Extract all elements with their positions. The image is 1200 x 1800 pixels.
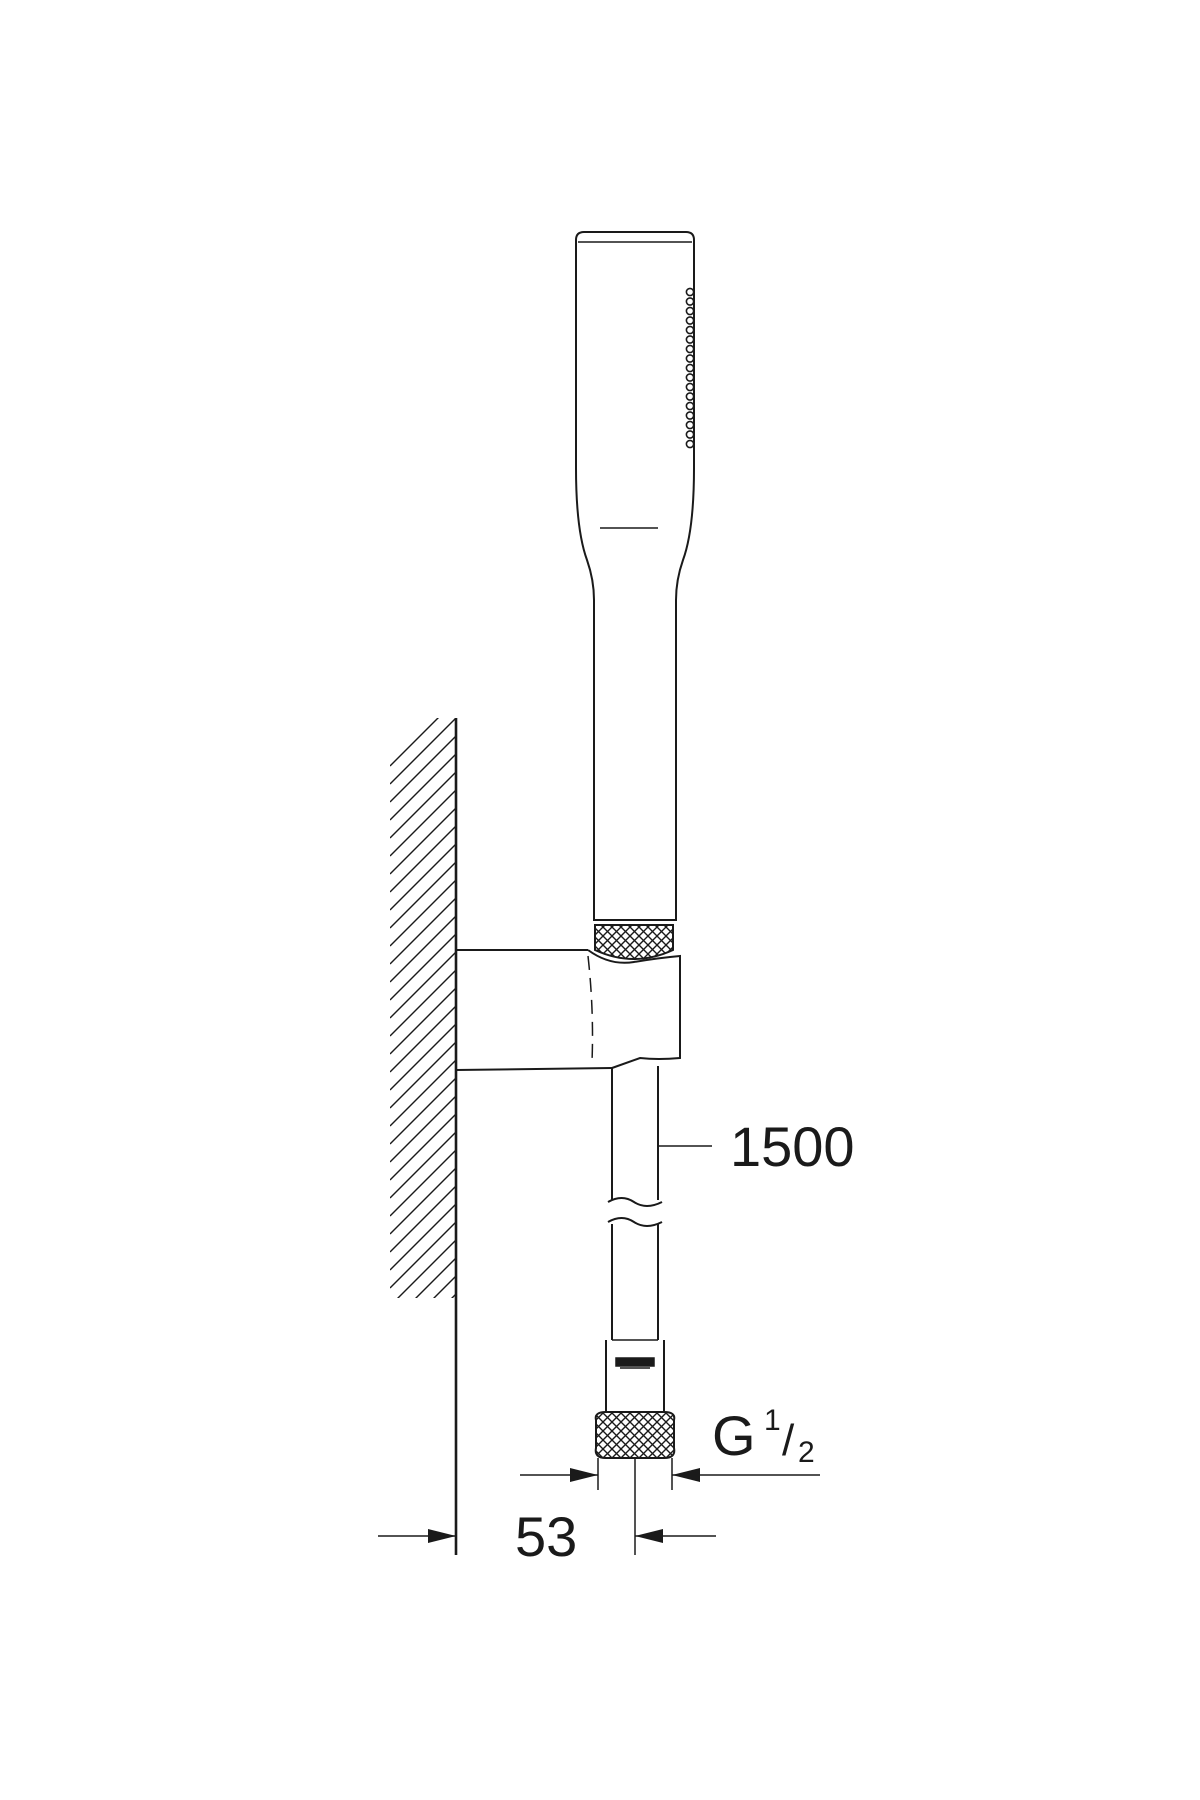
arrow-thread-left [570, 1468, 598, 1482]
hatch-line [390, 718, 456, 785]
hatch-line [390, 1149, 456, 1217]
hatch-line [390, 843, 456, 911]
hose-break-lower [607, 1217, 663, 1227]
shower-knurled-nut [594, 924, 674, 960]
nozzle-dot [685, 354, 695, 363]
hatch-line [390, 933, 456, 1001]
nozzle-dot [685, 439, 695, 449]
hand-shower-body [575, 231, 695, 921]
hatch-line [390, 735, 456, 803]
dimension-hose-length: 1500 [658, 1115, 855, 1178]
arrow-offset-right [635, 1529, 663, 1543]
hatch-line [390, 915, 456, 983]
thread-slash: / [782, 1416, 795, 1465]
hatch-line [390, 1167, 456, 1235]
hatch-line [390, 1221, 456, 1289]
nozzle-dot [685, 411, 695, 420]
hose-break-upper [607, 1197, 663, 1207]
wall-holder [455, 949, 681, 1071]
spray-nozzles [685, 287, 695, 449]
hatch-line [390, 861, 456, 929]
nozzle-dot [685, 316, 695, 325]
nozzle-dot [685, 306, 695, 316]
hatch-line [390, 1113, 456, 1181]
arrow-thread-right [672, 1468, 700, 1482]
hatch-line [390, 825, 456, 893]
hatch-line [390, 879, 456, 947]
hatch-line [390, 1203, 456, 1271]
hatch-line [390, 1131, 456, 1199]
hatch-line [390, 753, 456, 821]
hatch-line [390, 951, 456, 1019]
dimension-wall-offset: 53 [378, 1458, 716, 1568]
hatch-line [390, 771, 456, 839]
hatch-line [390, 1330, 456, 1396]
nozzle-dot [685, 363, 695, 373]
nozzle-dot [685, 430, 695, 439]
nozzle-dot [685, 392, 695, 401]
connection-knurled-nut [594, 1411, 676, 1459]
thread-denominator: 2 [798, 1436, 815, 1469]
wall-holder-clamp [587, 949, 681, 1069]
nozzle-dot [685, 373, 695, 382]
hatch-line [397, 1239, 456, 1298]
hand-shower [575, 231, 695, 921]
wall-hatching [390, 718, 456, 1414]
hatch-line [390, 1312, 456, 1378]
hatch-line [390, 1023, 456, 1091]
arrow-offset-left [428, 1529, 456, 1543]
hatch-line [390, 1005, 456, 1073]
nozzle-dot [685, 344, 695, 354]
hatch-line [390, 1185, 456, 1253]
hatch-line [390, 969, 456, 1037]
wall [390, 718, 458, 1555]
nozzle-dot [685, 401, 695, 411]
hatch-line [451, 1293, 456, 1298]
label-thread: G [712, 1404, 756, 1467]
hatch-line [390, 1077, 456, 1145]
shower-hose [605, 1066, 665, 1412]
nozzle-dot [685, 287, 695, 297]
nozzle-dot [685, 420, 695, 430]
hatch-line [390, 1059, 456, 1127]
hatch-line [415, 1257, 456, 1298]
hatch-line [390, 789, 456, 857]
hatch-line [390, 1095, 456, 1163]
label-hose-length: 1500 [730, 1115, 855, 1178]
label-wall-offset: 53 [515, 1505, 577, 1568]
nozzle-dot [685, 335, 695, 344]
brand-logo-mark [615, 1357, 655, 1369]
hatch-line [390, 718, 439, 767]
wall-holder-arm [455, 949, 613, 1071]
hatch-line [433, 1275, 456, 1298]
thread-numerator: 1 [764, 1404, 781, 1437]
nozzle-dot [685, 297, 695, 306]
holder-seam-line [587, 955, 594, 1063]
thread-letter: G [712, 1404, 756, 1467]
hatch-line [390, 1041, 456, 1109]
hatch-line [390, 807, 456, 875]
hatch-line [390, 1348, 456, 1414]
dimension-thread: G 1 / 2 [520, 1404, 820, 1490]
nozzle-dot [685, 382, 695, 392]
hatch-line [390, 897, 456, 965]
nozzle-dot [685, 325, 695, 335]
hatch-line [390, 987, 456, 1055]
